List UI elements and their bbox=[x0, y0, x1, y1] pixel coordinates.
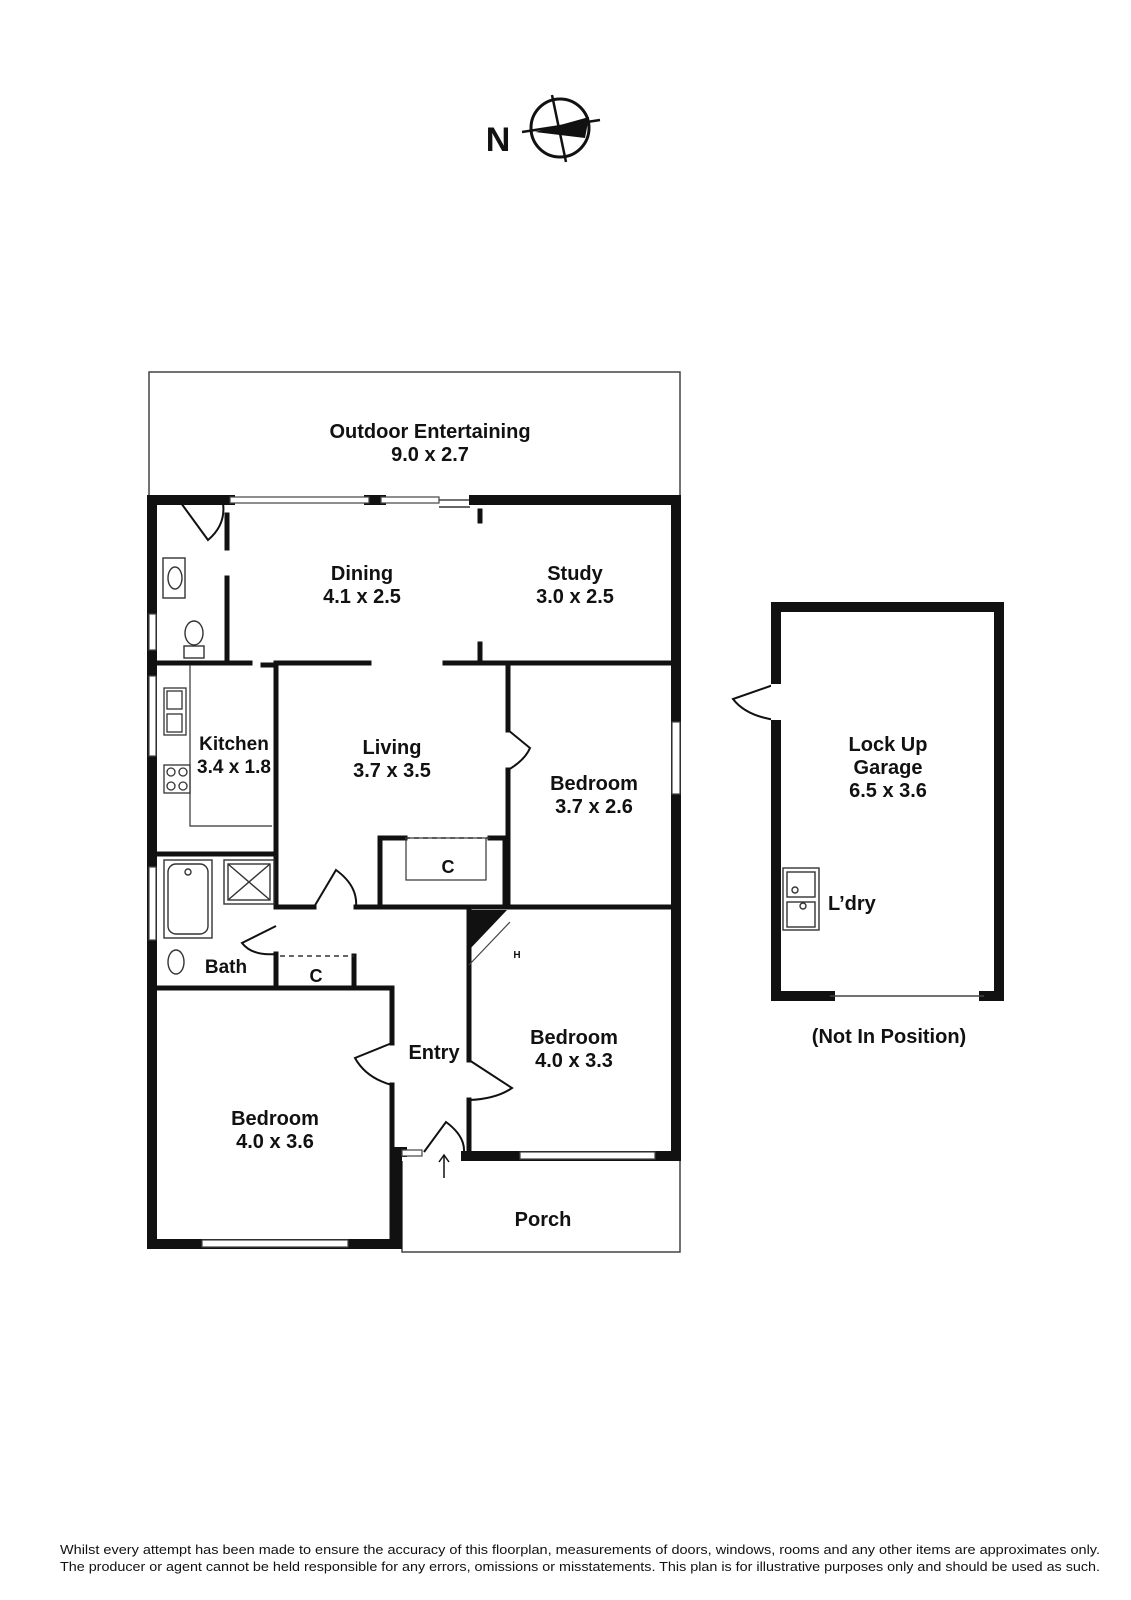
svg-text:Study: Study bbox=[547, 563, 603, 585]
hot-water-icon bbox=[469, 910, 507, 950]
windows bbox=[148, 496, 681, 1248]
north-label: N bbox=[486, 121, 511, 159]
room-label-dining: Dining 4.1 x 2.5 bbox=[323, 563, 401, 608]
cupboard-outline bbox=[405, 837, 487, 881]
svg-text:6.5 x 3.6: 6.5 x 3.6 bbox=[849, 780, 927, 802]
cupboard-dashes bbox=[280, 837, 490, 957]
laundry-tub-icon bbox=[782, 867, 820, 931]
cupboard-label-living: C bbox=[442, 857, 455, 877]
room-label-porch: Porch bbox=[515, 1209, 572, 1231]
exterior-walls bbox=[147, 495, 681, 1249]
kitchen-sink-icon bbox=[163, 687, 187, 736]
room-label-bedroom-mid: Bedroom 4.0 x 3.3 bbox=[530, 1027, 618, 1072]
room-label-living: Living 3.7 x 3.5 bbox=[353, 737, 431, 782]
kitchen-bench bbox=[189, 665, 272, 827]
svg-text:Outdoor Entertaining: Outdoor Entertaining bbox=[329, 421, 530, 443]
svg-text:Garage: Garage bbox=[854, 757, 923, 779]
room-label-bedroom-west: Bedroom 4.0 x 3.6 bbox=[231, 1108, 319, 1153]
room-label-entry: Entry bbox=[408, 1042, 460, 1064]
svg-text:Dining: Dining bbox=[331, 563, 393, 585]
svg-text:4.1 x 2.5: 4.1 x 2.5 bbox=[323, 586, 401, 608]
svg-text:3.4 x 1.8: 3.4 x 1.8 bbox=[197, 757, 271, 778]
room-label-outdoor: Outdoor Entertaining 9.0 x 2.7 bbox=[329, 421, 530, 466]
svg-text:Living: Living bbox=[363, 737, 422, 759]
svg-text:Kitchen: Kitchen bbox=[199, 734, 269, 755]
cooktop-icon bbox=[163, 764, 191, 794]
room-label-bath: Bath bbox=[205, 957, 247, 978]
cupboard-label-hall: C bbox=[310, 966, 323, 986]
svg-text:Bedroom: Bedroom bbox=[231, 1108, 319, 1130]
svg-text:3.0 x 2.5: 3.0 x 2.5 bbox=[536, 586, 614, 608]
bathtub-icon bbox=[163, 859, 213, 939]
wc-basin-icon bbox=[162, 557, 186, 599]
entry-arrow-icon bbox=[438, 1153, 450, 1178]
interior-walls bbox=[151, 508, 679, 1243]
svg-text:Bedroom: Bedroom bbox=[530, 1027, 618, 1049]
doors bbox=[180, 502, 777, 1153]
room-label-kitchen: Kitchen 3.4 x 1.8 bbox=[197, 734, 271, 778]
toilet-icon bbox=[183, 620, 205, 659]
hws-label: H bbox=[513, 950, 520, 961]
garage-position-note: (Not In Position) bbox=[812, 1026, 966, 1048]
svg-text:Bedroom: Bedroom bbox=[550, 773, 638, 795]
svg-text:3.7 x 2.6: 3.7 x 2.6 bbox=[555, 796, 633, 818]
svg-text:4.0 x 3.3: 4.0 x 3.3 bbox=[535, 1050, 613, 1072]
room-label-garage: Lock Up Garage 6.5 x 3.6 bbox=[849, 734, 928, 802]
shower-icon bbox=[223, 859, 275, 905]
garage-walls bbox=[771, 602, 1004, 1001]
disclaimer-line-2: The producer or agent cannot be held res… bbox=[60, 1560, 1100, 1574]
room-label-laundry: L’dry bbox=[828, 893, 877, 915]
compass-icon bbox=[521, 94, 601, 163]
room-label-bedroom-east: Bedroom 3.7 x 2.6 bbox=[550, 773, 638, 818]
room-label-study: Study 3.0 x 2.5 bbox=[536, 563, 614, 608]
svg-text:9.0 x 2.7: 9.0 x 2.7 bbox=[391, 444, 469, 466]
disclaimer-line-1: Whilst every attempt has been made to en… bbox=[60, 1543, 1100, 1557]
garage-door-gap bbox=[771, 684, 781, 720]
bath-basin-icon bbox=[167, 949, 185, 975]
svg-text:4.0 x 3.6: 4.0 x 3.6 bbox=[236, 1131, 314, 1153]
svg-text:Lock Up: Lock Up bbox=[849, 734, 928, 756]
svg-text:3.7 x 3.5: 3.7 x 3.5 bbox=[353, 760, 431, 782]
